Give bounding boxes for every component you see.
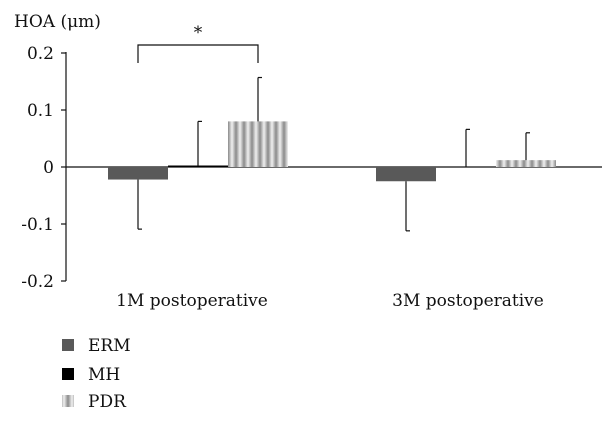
legend-label: MH <box>88 365 120 385</box>
significance-bracket <box>137 44 259 63</box>
bar-pdr <box>228 121 288 167</box>
significance-star: * <box>194 23 203 43</box>
category-labels: 1M postoperative 3M postoperative <box>116 291 544 311</box>
bar-mh <box>168 165 228 167</box>
category-label: 1M postoperative <box>116 291 268 311</box>
bar-erm <box>108 167 168 180</box>
y-tick-label: 0 <box>43 158 54 178</box>
y-tick-label: -0.1 <box>21 215 54 235</box>
legend-label: ERM <box>88 336 131 356</box>
y-tick-label: 0.1 <box>27 101 54 121</box>
bar-pdr <box>496 160 556 167</box>
significance-annotation: * <box>137 23 259 63</box>
bar-erm <box>376 167 436 182</box>
legend-swatch-erm <box>62 339 74 351</box>
legend-label: PDR <box>88 392 127 412</box>
y-axis-label: HOA (μm) <box>14 12 101 32</box>
error-bars <box>137 76 530 232</box>
y-tick-label: 0.2 <box>27 44 54 64</box>
legend-swatch-mh <box>62 368 74 380</box>
bars <box>108 121 556 182</box>
legend-swatch-pdr <box>62 395 74 407</box>
y-tick-label: -0.2 <box>21 272 54 292</box>
legend: ERM MH PDR <box>62 336 131 412</box>
category-label: 3M postoperative <box>392 291 544 311</box>
